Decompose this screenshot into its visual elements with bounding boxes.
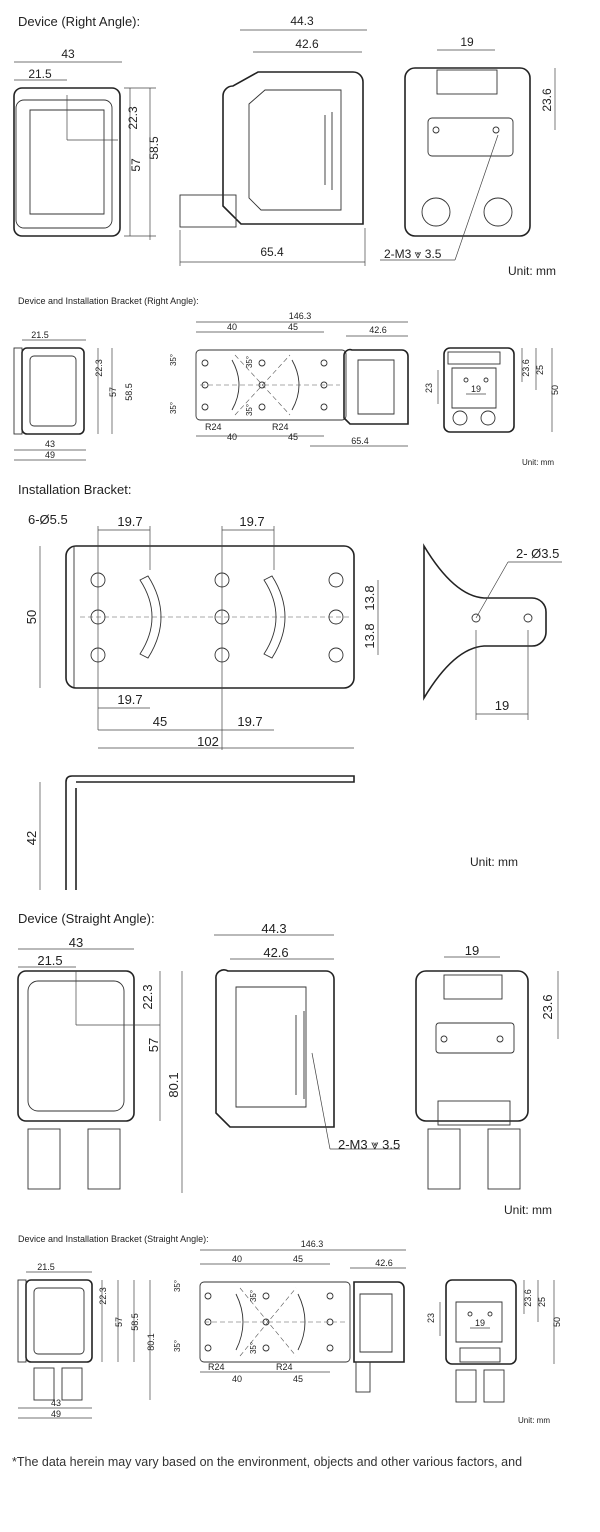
dim-r24-sb: R24 <box>276 1362 293 1372</box>
footnote: *The data herein may vary based on the e… <box>12 1455 523 1469</box>
dim-42-6-sb: 42.6 <box>375 1258 393 1268</box>
dim-45-bot: 45 <box>288 432 298 442</box>
dim-58-5-b: 58.5 <box>124 383 134 401</box>
dim-19-b: 19 <box>471 384 481 394</box>
dim-58-5-sb: 58.5 <box>130 1313 140 1331</box>
unit-label-straight-bracket: Unit: mm <box>518 1416 550 1425</box>
dim-58-5: 58.5 <box>147 136 161 160</box>
dim-40-top: 40 <box>227 322 237 332</box>
installation-bracket-drawing: 6-Ø5.5 19.7 19.7 19.7 45 19.7 102 50 13.… <box>24 512 562 890</box>
dim-23-6-s: 23.6 <box>540 994 555 1019</box>
dim-22-3-sb: 22.3 <box>98 1287 108 1305</box>
dim-57-sb: 57 <box>114 1317 124 1327</box>
dim-13-8-b: 13.8 <box>362 623 377 648</box>
section-title-right-angle: Device (Right Angle): <box>18 14 141 29</box>
dim-50-b: 50 <box>550 385 560 395</box>
dim-65-4: 65.4 <box>260 245 284 259</box>
dim-35-sb: 35° <box>173 1340 182 1352</box>
unit-label-right-angle: Unit: mm <box>508 264 556 278</box>
dim-80-1-sb: 80.1 <box>146 1333 156 1351</box>
dim-2-m3-s: 2-M3 ⩔ 3.5 <box>338 1137 400 1152</box>
dim-45-bot-s: 45 <box>293 1374 303 1384</box>
dim-44-3-s: 44.3 <box>261 921 286 936</box>
dim-25-b: 25 <box>535 365 545 375</box>
dim-19: 19 <box>460 35 474 49</box>
section-title-straight-bracket: Device and Installation Bracket (Straigh… <box>18 1234 209 1244</box>
dim-45-top: 45 <box>288 322 298 332</box>
dim-35-sc: 35° <box>249 1290 258 1302</box>
dim-19-7-d: 19.7 <box>237 714 262 729</box>
section-title-bracket: Installation Bracket: <box>18 482 132 497</box>
dim-146-3: 146.3 <box>289 311 312 321</box>
dim-23-6-b: 23.6 <box>521 359 531 377</box>
dim-21-5: 21.5 <box>28 67 52 81</box>
device-bracket-straight-angle-drawing: 21.5 43 49 22.3 57 58.5 80.1 146.3 40 45… <box>17 1239 562 1419</box>
dim-40-top-s: 40 <box>232 1254 242 1264</box>
dim-43: 43 <box>61 47 75 61</box>
dim-146-3-s: 146.3 <box>301 1239 324 1249</box>
dim-22-3-s: 22.3 <box>140 984 155 1009</box>
device-right-angle-drawing: 43 21.5 22.3 57 58.5 44.3 42.6 65.4 19 2… <box>13 14 556 266</box>
dim-49-sb: 49 <box>51 1409 61 1419</box>
dim-23-b: 23 <box>424 383 434 393</box>
dim-65-4-b: 65.4 <box>351 436 369 446</box>
dim-45-top-s: 45 <box>293 1254 303 1264</box>
dim-23-sb: 23 <box>426 1313 436 1323</box>
dim-35-a: 35° <box>169 354 178 366</box>
dim-57-s: 57 <box>146 1038 161 1052</box>
dim-19-7-a: 19.7 <box>117 514 142 529</box>
dim-50-sb: 50 <box>552 1317 562 1327</box>
dim-43-b: 43 <box>45 439 55 449</box>
dim-42-6: 42.6 <box>295 37 319 51</box>
dim-44-3: 44.3 <box>290 14 314 28</box>
dim-21-5-s: 21.5 <box>37 953 62 968</box>
dim-r24-b: R24 <box>272 422 289 432</box>
dim-25-sb: 25 <box>537 1297 547 1307</box>
dim-43-s: 43 <box>69 935 83 950</box>
dim-49-b: 49 <box>45 450 55 460</box>
dim-6-holes: 6-Ø5.5 <box>28 512 68 527</box>
device-bracket-right-angle-drawing: 21.5 43 49 22.3 57 58.5 146.3 40 45 40 4… <box>13 311 560 461</box>
dim-35-d: 35° <box>245 404 254 416</box>
dim-35-sd: 35° <box>249 1342 258 1354</box>
dim-35-sa: 35° <box>173 1280 182 1292</box>
dim-19-7-c: 19.7 <box>117 692 142 707</box>
dim-2-m3: 2-M3 ⩔ 3.5 <box>384 247 442 261</box>
dim-r24-sa: R24 <box>208 1362 225 1372</box>
dim-19-sb: 19 <box>475 1318 485 1328</box>
unit-label-bracket: Unit: mm <box>470 855 518 869</box>
section-title-straight-angle: Device (Straight Angle): <box>18 911 155 926</box>
dim-102: 102 <box>197 734 219 749</box>
section-title-right-bracket: Device and Installation Bracket (Right A… <box>18 296 199 306</box>
dim-2-holes: 2- Ø3.5 <box>516 546 559 561</box>
dim-40-bot-s: 40 <box>232 1374 242 1384</box>
dim-13-8-a: 13.8 <box>362 585 377 610</box>
dim-42-6-s: 42.6 <box>263 945 288 960</box>
dim-19-7-b: 19.7 <box>239 514 264 529</box>
dim-21-5-sb: 21.5 <box>37 1262 55 1272</box>
dim-40-bot: 40 <box>227 432 237 442</box>
dim-19-flange: 19 <box>495 698 509 713</box>
dim-50-bracket: 50 <box>24 610 39 624</box>
dim-35-c: 35° <box>245 356 254 368</box>
dim-22-3: 22.3 <box>126 106 140 130</box>
dim-19-s: 19 <box>465 943 479 958</box>
dim-42-l: 42 <box>24 831 39 845</box>
dim-r24-a: R24 <box>205 422 222 432</box>
device-straight-angle-drawing: 43 21.5 22.3 57 80.1 44.3 42.6 2-M3 ⩔ 3.… <box>17 921 559 1193</box>
dim-43-sb: 43 <box>51 1398 61 1408</box>
dim-21-5-b: 21.5 <box>31 330 49 340</box>
dim-80-1-s: 80.1 <box>166 1072 181 1097</box>
unit-label-straight-angle: Unit: mm <box>504 1203 552 1217</box>
dim-23-6: 23.6 <box>540 88 554 112</box>
dim-23-6-sb: 23.6 <box>523 1289 533 1307</box>
dim-35-b: 35° <box>169 402 178 414</box>
dim-45-bracket: 45 <box>153 714 167 729</box>
dim-57: 57 <box>129 158 143 172</box>
dim-57-b: 57 <box>108 387 118 397</box>
dim-42-6-b: 42.6 <box>369 325 387 335</box>
dim-22-3-b: 22.3 <box>94 359 104 377</box>
unit-label-right-bracket: Unit: mm <box>522 458 554 467</box>
